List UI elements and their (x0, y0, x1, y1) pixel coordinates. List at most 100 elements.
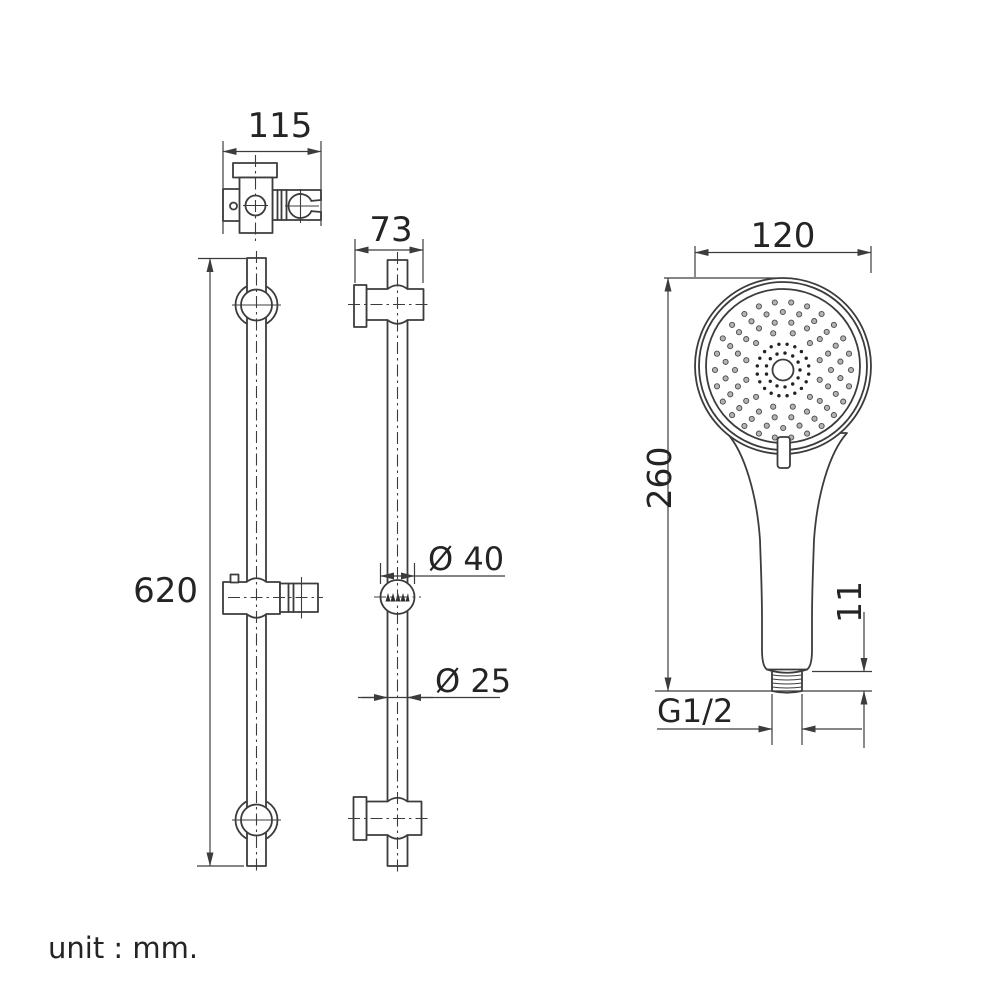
nozzle-dot (729, 321, 736, 328)
nozzle-dot (823, 328, 830, 335)
dim-73-label: 73 (369, 210, 412, 250)
nozzle-dot (735, 329, 743, 336)
nozzle-dot (791, 382, 795, 386)
nozzle-dot (796, 422, 803, 429)
nozzle-dot (793, 391, 797, 395)
nozzle-dot (748, 318, 755, 325)
dim-260: 260 (640, 277, 872, 692)
hand-shower-view: 120 260 11 G1/2 (640, 216, 872, 748)
nozzle-dot (785, 394, 789, 398)
dim-115-extension-lines (222, 141, 322, 234)
dim-115: 115 (222, 106, 322, 234)
dim-11-label: 11 (830, 581, 869, 623)
nozzle-dot (799, 386, 804, 391)
nozzle-dot (847, 366, 855, 374)
nozzle-dot (713, 383, 721, 390)
nozzle-dot (816, 397, 823, 404)
handle-bottom-rim (766, 668, 808, 674)
nozzle-dot (796, 376, 800, 380)
nozzle-dot (771, 434, 778, 441)
bracket-centerlines (348, 303, 430, 820)
nozzle-dot (762, 349, 767, 354)
nozzle-dot (789, 330, 796, 337)
nozzle-dot (763, 311, 770, 318)
nozzle-dot (741, 310, 748, 318)
nozzle-dot (825, 383, 832, 390)
nozzle-dot (780, 424, 787, 432)
nozzle-dot (845, 383, 853, 390)
nozzle-dot (768, 357, 772, 361)
clip-crosshair (285, 189, 319, 223)
nozzle-dot (777, 342, 781, 346)
dim-11: 11 (812, 581, 872, 748)
nozzle-dot (719, 335, 726, 342)
nozzle-dot (743, 357, 750, 364)
dim-d40-label: Ø 40 (428, 540, 504, 578)
nozzle-dot (816, 336, 823, 343)
nozzle-dot (770, 330, 777, 337)
nozzle-dot (731, 366, 739, 374)
nozzle-dot (755, 372, 759, 376)
nozzle-dot (775, 352, 779, 356)
nozzle-dot (816, 357, 823, 364)
nozzle-dot (785, 342, 789, 346)
nozzle-dot (741, 422, 748, 430)
nozzle-dot (806, 340, 813, 347)
nozzle-dot (811, 415, 818, 422)
slide-bar-front-view: 620 (133, 251, 323, 873)
nozzle-dot (775, 384, 779, 388)
nozzle-dot (798, 368, 802, 372)
unit-label: unit : mm. (48, 931, 198, 965)
nozzle-dot (755, 325, 763, 332)
nozzle-dot (763, 422, 770, 429)
nozzle-dot (713, 350, 721, 357)
nozzle-dot (729, 412, 736, 419)
nozzle-dot (736, 405, 743, 412)
nozzle-dot (816, 376, 823, 383)
nozzle-dot (845, 350, 853, 357)
nozzle-dot (764, 364, 769, 368)
dim-73: 73 (354, 210, 424, 283)
nozzle-dot (771, 319, 778, 326)
top-bracket-wall-plate (353, 284, 368, 328)
nozzle-dot (734, 383, 741, 390)
slider-holder-ribs (287, 582, 295, 613)
nozzle-dot (796, 360, 800, 364)
dim-g12: G1/2 (657, 692, 862, 745)
dim-120: 120 (694, 216, 872, 277)
spray-mode-button (776, 436, 791, 469)
nozzle-dot (722, 375, 729, 382)
nozzle-dot (770, 403, 777, 410)
slider-lock-knob (229, 573, 240, 584)
nozzle-dot (769, 391, 773, 395)
nozzle-dot (825, 350, 832, 357)
nozzle-dot (771, 414, 778, 421)
nozzle-dot (818, 310, 825, 318)
nozzle-dot (764, 372, 769, 376)
nozzle-dot (743, 397, 750, 404)
nozzle-dot (832, 390, 839, 397)
nozzle-dot (762, 386, 767, 391)
nozzle-dot (788, 414, 795, 421)
nozzle-dot (807, 364, 811, 368)
nozzle-dot (719, 398, 726, 405)
nozzle-dot (803, 408, 811, 415)
nozzle-dot (837, 358, 844, 365)
center-nozzle (771, 358, 795, 382)
nozzle-dot (804, 303, 811, 310)
nozzle-dot (758, 380, 762, 384)
nozzle-dot (804, 356, 808, 360)
nozzle-dot (755, 430, 762, 437)
nozzle-dot (783, 351, 787, 355)
dim-g12-extension-lines (771, 694, 803, 745)
nozzle-dot (799, 349, 804, 354)
nozzle-dot (788, 319, 795, 326)
nozzle-dot (811, 318, 818, 325)
nozzle-dot (722, 358, 729, 365)
nozzle-dot (727, 343, 734, 350)
dim-g12-label: G1/2 (657, 692, 733, 730)
nozzle-dot (783, 385, 787, 389)
nozzle-dot (711, 366, 719, 374)
nozzle-dot (734, 350, 741, 357)
